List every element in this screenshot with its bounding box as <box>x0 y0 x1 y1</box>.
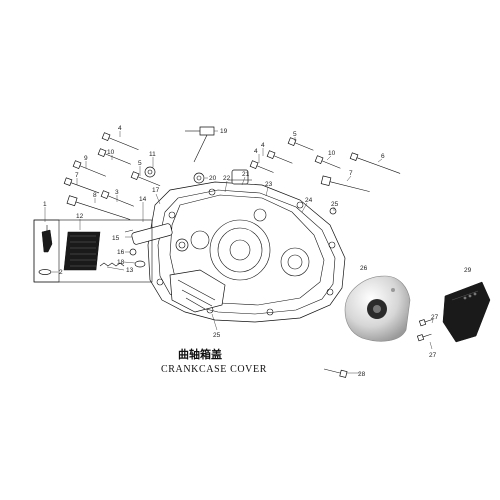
crankcase-cover-body <box>131 169 346 323</box>
leader-lines <box>44 130 434 374</box>
callout-14: 14 <box>139 196 147 203</box>
caption-english: CRANKCASE COVER <box>161 364 267 375</box>
callout-21: 21 <box>242 171 250 178</box>
callout-2: 2 <box>59 269 63 276</box>
callout-28: 28 <box>358 371 366 378</box>
part-27-screws <box>416 318 434 342</box>
bolt-group-left <box>63 132 161 220</box>
callout-23: 23 <box>265 181 273 188</box>
callout-8: 8 <box>93 192 97 199</box>
callout-7b: 7 <box>349 170 353 177</box>
callout-24: 24 <box>305 197 313 204</box>
callout-4a: 4 <box>118 125 122 132</box>
callout-12: 12 <box>76 213 84 220</box>
callout-10b: 10 <box>328 150 336 157</box>
generator-cover-part <box>344 275 411 342</box>
callout-labels: 1 2 3 4 10 9 7 8 11 5 12 13 14 15 16 17 … <box>43 125 472 378</box>
callout-15: 15 <box>112 235 120 242</box>
callout-1: 1 <box>43 201 47 208</box>
part-20-seal <box>193 172 205 184</box>
callout-26: 26 <box>360 265 368 272</box>
callout-6: 6 <box>381 153 385 160</box>
callout-25b: 25 <box>213 332 221 339</box>
callout-16: 16 <box>117 249 125 256</box>
callout-7: 7 <box>75 172 79 179</box>
callout-25a: 25 <box>331 201 339 208</box>
callout-4c: 4 <box>254 148 258 155</box>
dark-cover-part <box>442 281 491 343</box>
callout-18: 18 <box>117 259 125 266</box>
callout-5a: 5 <box>138 160 142 167</box>
callout-27b: 27 <box>429 352 437 359</box>
callout-9: 9 <box>84 155 88 162</box>
callout-3: 3 <box>115 189 119 196</box>
oil-filter-box <box>33 219 153 283</box>
bolt-group-right <box>249 137 401 215</box>
callout-17: 17 <box>152 187 160 194</box>
callout-4b: 4 <box>261 142 265 149</box>
callout-20: 20 <box>209 175 217 182</box>
callout-22: 22 <box>223 175 231 182</box>
callout-29: 29 <box>464 267 472 274</box>
callout-27a: 27 <box>431 314 439 321</box>
caption-chinese: 曲轴箱盖 <box>178 347 222 361</box>
callout-19: 19 <box>220 128 228 135</box>
callout-5b: 5 <box>293 131 297 138</box>
callout-11: 11 <box>149 151 156 158</box>
callout-10a: 10 <box>107 149 115 156</box>
callout-13: 13 <box>126 267 134 274</box>
dipstick-part <box>185 126 215 163</box>
part-28-bolt <box>323 368 348 378</box>
